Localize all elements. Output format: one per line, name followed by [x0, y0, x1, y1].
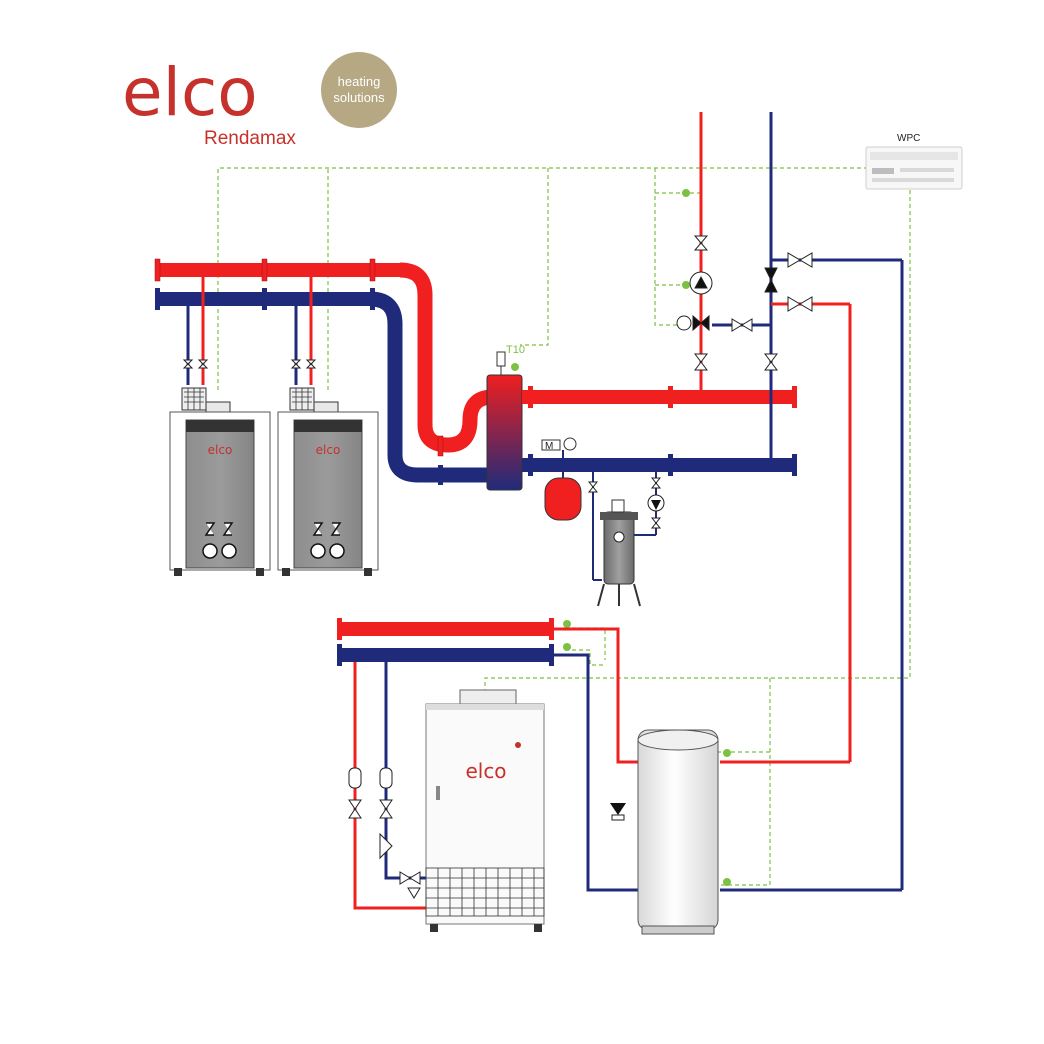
expansion-vessel: M	[541, 437, 582, 521]
logo-subbrand: Rendamax	[204, 128, 296, 149]
seal-line-1: heating	[338, 74, 381, 89]
sensor-t10-label: T10	[506, 344, 525, 356]
sensor-dots	[511, 189, 731, 886]
elco-logo: elco Rendamax heating solutions	[122, 52, 397, 149]
heat-pump-unit: elco	[425, 689, 545, 932]
control-signal-lines	[217, 167, 911, 886]
logo-wordmark: elco	[122, 54, 258, 131]
seal-line-2: solutions	[333, 90, 385, 105]
boiler-1-logo: elco	[208, 443, 233, 457]
heating-solutions-seal	[321, 52, 397, 128]
right-circuit-pipes	[699, 112, 904, 890]
hydraulic-separator: T10	[486, 344, 525, 491]
primary-main-pipes	[522, 386, 797, 476]
controller-label: WPC	[897, 133, 920, 144]
boiler-1: elco	[169, 387, 271, 576]
heat-pump-logo: elco	[465, 759, 506, 783]
right-circuit-valves	[676, 235, 813, 371]
dirt-separator	[587, 472, 665, 607]
buffer-tank	[610, 729, 719, 935]
wpc-controller: WPC	[865, 133, 963, 190]
boiler-2: elco	[277, 387, 379, 576]
boiler-2-logo: elco	[316, 443, 341, 457]
boiler-header-pipes	[154, 258, 495, 485]
lower-header-pipes	[337, 618, 902, 910]
meter-label: M	[545, 441, 553, 452]
boiler-branch-valves	[182, 359, 317, 369]
